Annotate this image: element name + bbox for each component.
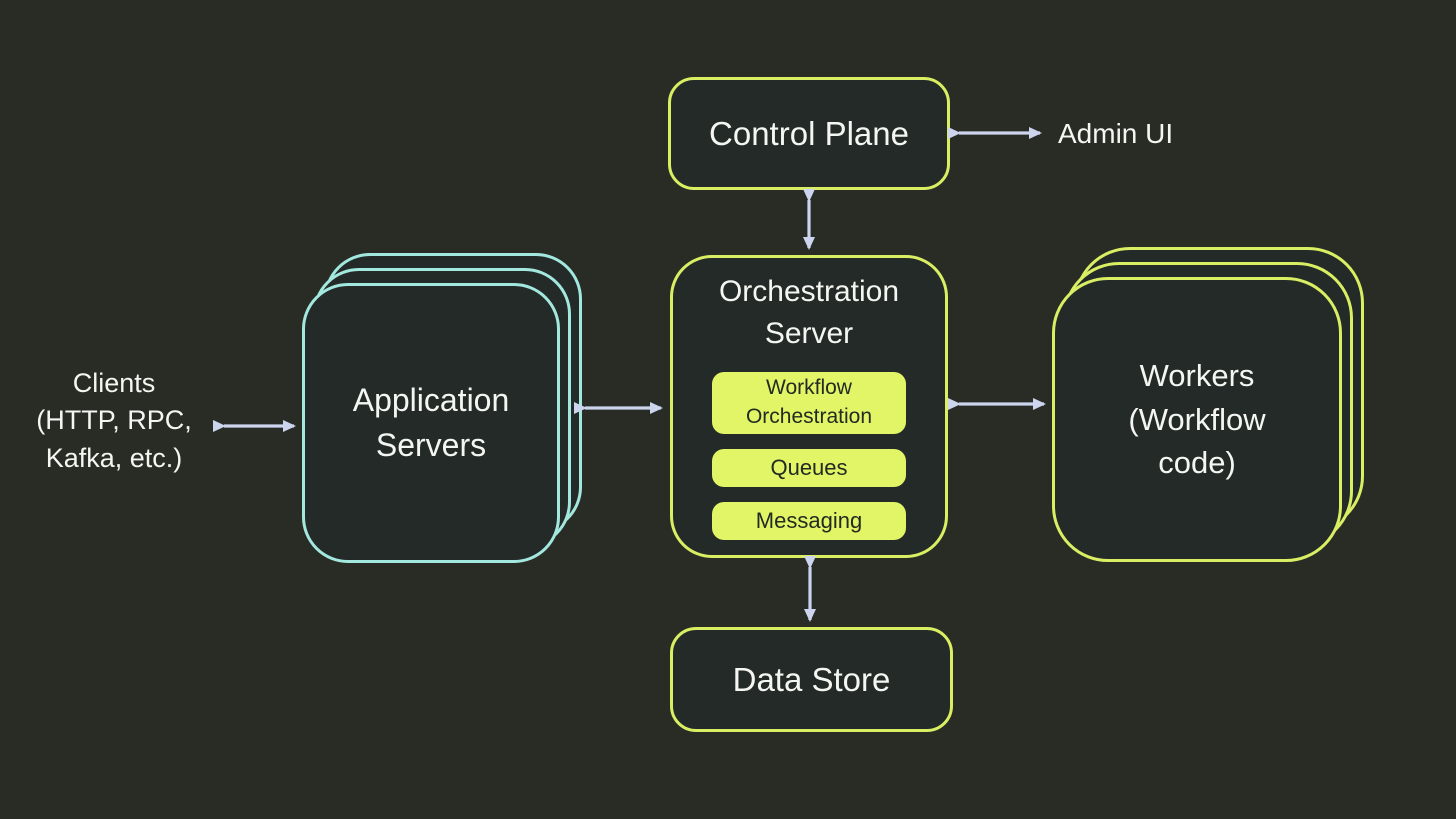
- data-store-label: Data Store: [732, 660, 891, 698]
- workers-label: Workers (Workflow code): [1128, 358, 1266, 481]
- data-store-node: Data Store: [670, 627, 953, 732]
- messaging-component: Messaging: [712, 502, 906, 540]
- workflow-orchestration-component: Workflow Orchestration: [712, 372, 906, 434]
- control-plane-label: Control Plane: [709, 114, 909, 152]
- orchestration-server-title: Orchestration Server: [718, 275, 900, 350]
- orchestration-server-node: Orchestration Server Workflow Orchestrat…: [670, 255, 948, 558]
- control-plane-node: Control Plane: [668, 77, 950, 190]
- clients-label: Clients (HTTP, RPC, Kafka, etc.): [36, 368, 192, 473]
- application-servers-label: Application Servers: [352, 382, 510, 463]
- workflow-orchestration-label: Workflow Orchestration: [745, 376, 873, 428]
- queues-component: Queues: [712, 449, 906, 487]
- admin-ui-label: Admin UI: [1058, 118, 1174, 149]
- messaging-label: Messaging: [755, 508, 863, 533]
- orchestration-server-components: Workflow Orchestration Queues Messaging: [712, 372, 906, 540]
- application-servers-node: Application Servers: [302, 283, 560, 563]
- workers-node: Workers (Workflow code): [1052, 277, 1342, 562]
- queues-label: Queues: [770, 455, 848, 480]
